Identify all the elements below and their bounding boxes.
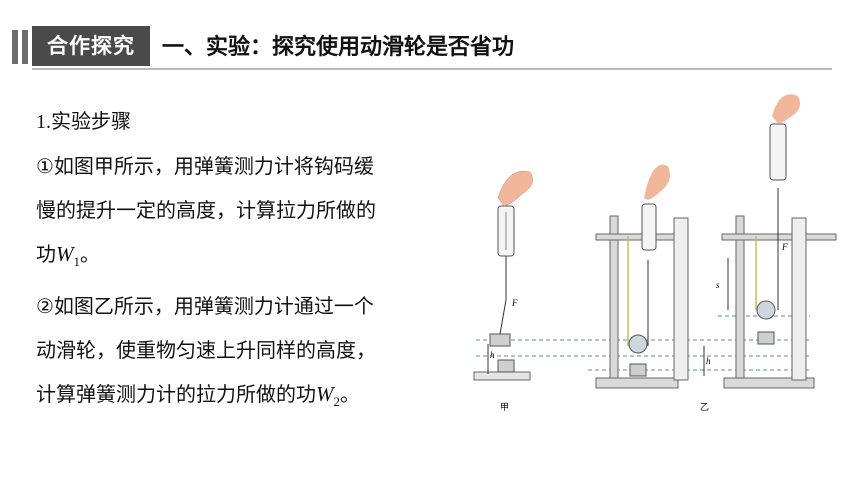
work-sub-1: 1: [73, 254, 81, 269]
step2-line2: 动滑轮，使重物匀速上升同样的高度，: [36, 338, 376, 362]
stand-crossbar: [595, 233, 687, 241]
section-header: 合作探究 一、实验：探究使用动滑轮是否省功: [0, 0, 860, 88]
setup-yi: h s F 乙: [595, 94, 837, 413]
section-title: 一、实验：探究使用动滑轮是否省功: [162, 35, 515, 60]
step-heading: 1.实验步骤: [36, 111, 131, 133]
hook-weight: [629, 363, 647, 377]
header-accent-bar: [22, 30, 28, 64]
hand-icon: [772, 94, 800, 124]
stand-crossbar: [721, 233, 837, 241]
label-jia: 甲: [500, 402, 509, 413]
hook-weight-raised: [489, 333, 511, 347]
hook-weight: [757, 331, 775, 345]
step2-line1: ②如图乙所示，用弹簧测力计通过一个: [36, 294, 374, 318]
pulley-icon: [756, 300, 776, 320]
spring-scale: [641, 203, 657, 251]
experiment-text: 1.实验步骤 ①如图甲所示，用弹簧测力计将钩码缓 慢的提升一定的高度，计算拉力所…: [36, 100, 476, 424]
force-label: F: [511, 298, 518, 308]
hand-icon: [644, 164, 670, 200]
spring-scale: [769, 123, 787, 181]
step1-line2: 慢的提升一定的高度，计算拉力所做的: [36, 198, 376, 222]
hook-weight: [497, 359, 515, 373]
stand-pole: [609, 215, 619, 379]
ruler: [791, 217, 807, 381]
work-sub-2: 2: [333, 394, 341, 409]
height-label: h: [490, 350, 495, 360]
distance-label: s: [716, 280, 720, 290]
stand-base: [595, 377, 679, 389]
header-accent-bar: [12, 30, 18, 64]
hand-icon: [497, 170, 533, 207]
work-var-w1: W: [56, 242, 74, 266]
ruler: [673, 217, 689, 381]
pulley-icon: [628, 334, 648, 354]
stand-base: [723, 377, 815, 389]
setup-jia: F h 甲: [473, 170, 533, 413]
experiment-figure: F h 甲 h s F 乙: [473, 94, 837, 413]
step2-suffix: 。: [340, 382, 360, 406]
height-label: h: [706, 356, 711, 366]
step1-line3: 功W1。: [36, 232, 476, 284]
step2-line3: 计算弹簧测力计的拉力所做的功W2。: [36, 372, 476, 424]
header-divider: [32, 68, 832, 70]
work-var-w2: W: [316, 382, 334, 406]
label-yi: 乙: [700, 402, 709, 413]
base-plate: [473, 371, 531, 381]
force-label: F: [781, 242, 788, 252]
step2-prefix: 计算弹簧测力计的拉力所做的功: [36, 382, 316, 406]
section-badge: 合作探究: [32, 26, 150, 66]
stand-pole: [735, 215, 745, 379]
step1-prefix: 功: [36, 242, 56, 266]
step1-line1: ①如图甲所示，用弹簧测力计将钩码缓: [36, 154, 374, 178]
step1-suffix: 。: [80, 242, 100, 266]
